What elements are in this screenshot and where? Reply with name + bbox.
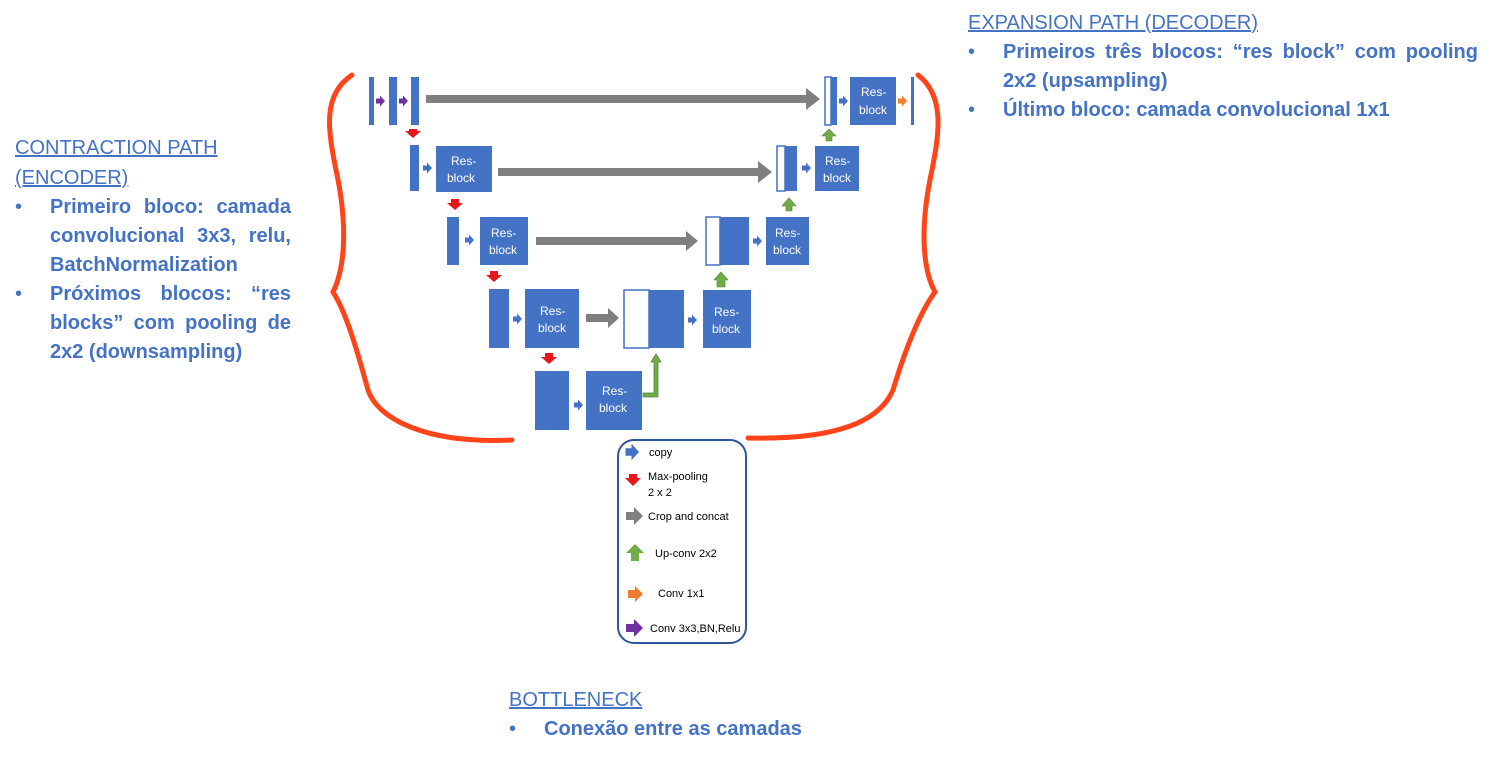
expansion-bullet: Último bloco: camada convolucional 1x1 [968, 96, 1478, 125]
legend-crop-label: Crop and concat [648, 511, 729, 523]
conv3x3-icon [626, 619, 643, 637]
res-block-label: block [823, 171, 852, 185]
feature-map [410, 145, 419, 191]
legend-copy-label: copy [649, 447, 673, 459]
conv1x1-arrow [898, 95, 907, 107]
res-block-label: block [489, 243, 518, 257]
feature-map [389, 77, 397, 125]
upconv-arrow [713, 271, 729, 288]
maxpool-icon [625, 474, 641, 486]
right-brace [745, 72, 941, 441]
legend-conv1x1-label: Conv 1x1 [658, 588, 704, 600]
legend-conv3x3-label: Conv 3x3,BN,Relu [650, 623, 741, 635]
maxpool-arrow [486, 271, 502, 282]
crop-concat-arrow [586, 308, 619, 328]
feature-map [535, 371, 569, 430]
conv3x3-arrow [399, 95, 408, 107]
upconv-arrow [642, 353, 662, 398]
concat-upsampled-map [649, 290, 684, 348]
maxpool-arrow [541, 353, 557, 364]
bottleneck-title: BOTTLENECK [509, 689, 643, 711]
contraction-bullets: Primeiro bloco: camada convolucional 3x3… [15, 193, 291, 367]
maxpool-arrow [447, 199, 463, 210]
copy-arrow [574, 399, 583, 411]
res-block-label: block [773, 243, 802, 257]
res-block [480, 217, 528, 265]
copy-arrow [688, 314, 697, 326]
res-block-label: Res- [602, 384, 627, 398]
crop-concat-icon [626, 507, 643, 525]
concat-copy-map [705, 216, 721, 266]
feature-map [489, 289, 509, 348]
maxpool-arrow [405, 129, 421, 138]
expansion-panel: EXPANSION PATH (DECODER) Primeiros três … [968, 8, 1478, 125]
contraction-title-line1: CONTRACTION PATH [15, 137, 218, 159]
crop-concat-arrow [536, 231, 698, 251]
res-block [586, 371, 642, 430]
res-block [436, 146, 492, 192]
res-block [703, 290, 751, 348]
bottleneck-bullet: Conexão entre as camadas [509, 715, 869, 744]
concat-upsampled-map [831, 77, 837, 125]
res-block-label: block [447, 171, 476, 185]
copy-arrow [465, 234, 474, 246]
skip-connections [426, 88, 820, 328]
upconv-arrow [821, 128, 837, 142]
upconv-icon [626, 544, 644, 561]
res-block-label: Res- [714, 305, 739, 319]
copy-arrow [802, 162, 811, 174]
left-brace [327, 72, 515, 443]
res-block [525, 289, 579, 348]
output-map [911, 77, 914, 125]
legend-upconv-label: Up-conv 2x2 [655, 548, 717, 560]
concat-upsampled-map [720, 217, 749, 265]
legend-box [617, 439, 747, 644]
res-block-label: Res- [775, 226, 800, 240]
crop-concat-arrow [426, 88, 820, 110]
res-block [815, 146, 859, 191]
res-block-label: Res- [861, 85, 886, 99]
copy-arrow [839, 95, 848, 107]
contraction-panel: CONTRACTION PATH (ENCODER) Primeiro bloc… [15, 133, 291, 367]
legend-maxpool-label: Max-pooling [648, 471, 708, 483]
concat-copy-map [824, 76, 832, 126]
conv3x3-arrow [376, 95, 385, 107]
contraction-title-line2: (ENCODER) [15, 167, 129, 189]
copy-arrow [753, 235, 762, 247]
expansion-bullet: Primeiros três blocos: “res block” com p… [968, 38, 1478, 96]
copy-arrow [513, 313, 522, 325]
res-block [766, 217, 809, 265]
expansion-bullets: Primeiros três blocos: “res block” com p… [968, 38, 1478, 125]
res-block-label: block [712, 322, 741, 336]
concat-upsampled-map [785, 146, 797, 191]
res-block-label: Res- [491, 226, 516, 240]
contraction-title: CONTRACTION PATH (ENCODER) [15, 133, 291, 193]
bottleneck-bullets: Conexão entre as camadas [509, 715, 869, 744]
legend-maxpool-label: 2 x 2 [648, 487, 672, 499]
feature-map [411, 77, 419, 125]
copy-arrow [423, 162, 432, 174]
concat-copy-map [776, 145, 786, 192]
expansion-title: EXPANSION PATH (DECODER) [968, 12, 1259, 34]
feature-map [369, 77, 374, 125]
res-block-label: Res- [540, 304, 565, 318]
res-block-label: block [599, 401, 628, 415]
bottleneck-panel: BOTTLENECK Conexão entre as camadas [509, 685, 869, 744]
res-block-label: Res- [825, 154, 850, 168]
crop-concat-arrow [498, 161, 772, 183]
contraction-bullet: Primeiro bloco: camada convolucional 3x3… [15, 193, 291, 280]
res-block-label: block [538, 321, 567, 335]
res-block-label: block [859, 103, 888, 117]
conv1x1-icon [628, 586, 643, 602]
res-block-label: Res- [451, 154, 476, 168]
upconv-arrow [781, 197, 797, 212]
contraction-bullet: Próximos blocos: “res blocks” com poolin… [15, 280, 291, 367]
feature-map [447, 217, 459, 265]
res-block [850, 77, 896, 125]
concat-copy-map [623, 289, 650, 349]
